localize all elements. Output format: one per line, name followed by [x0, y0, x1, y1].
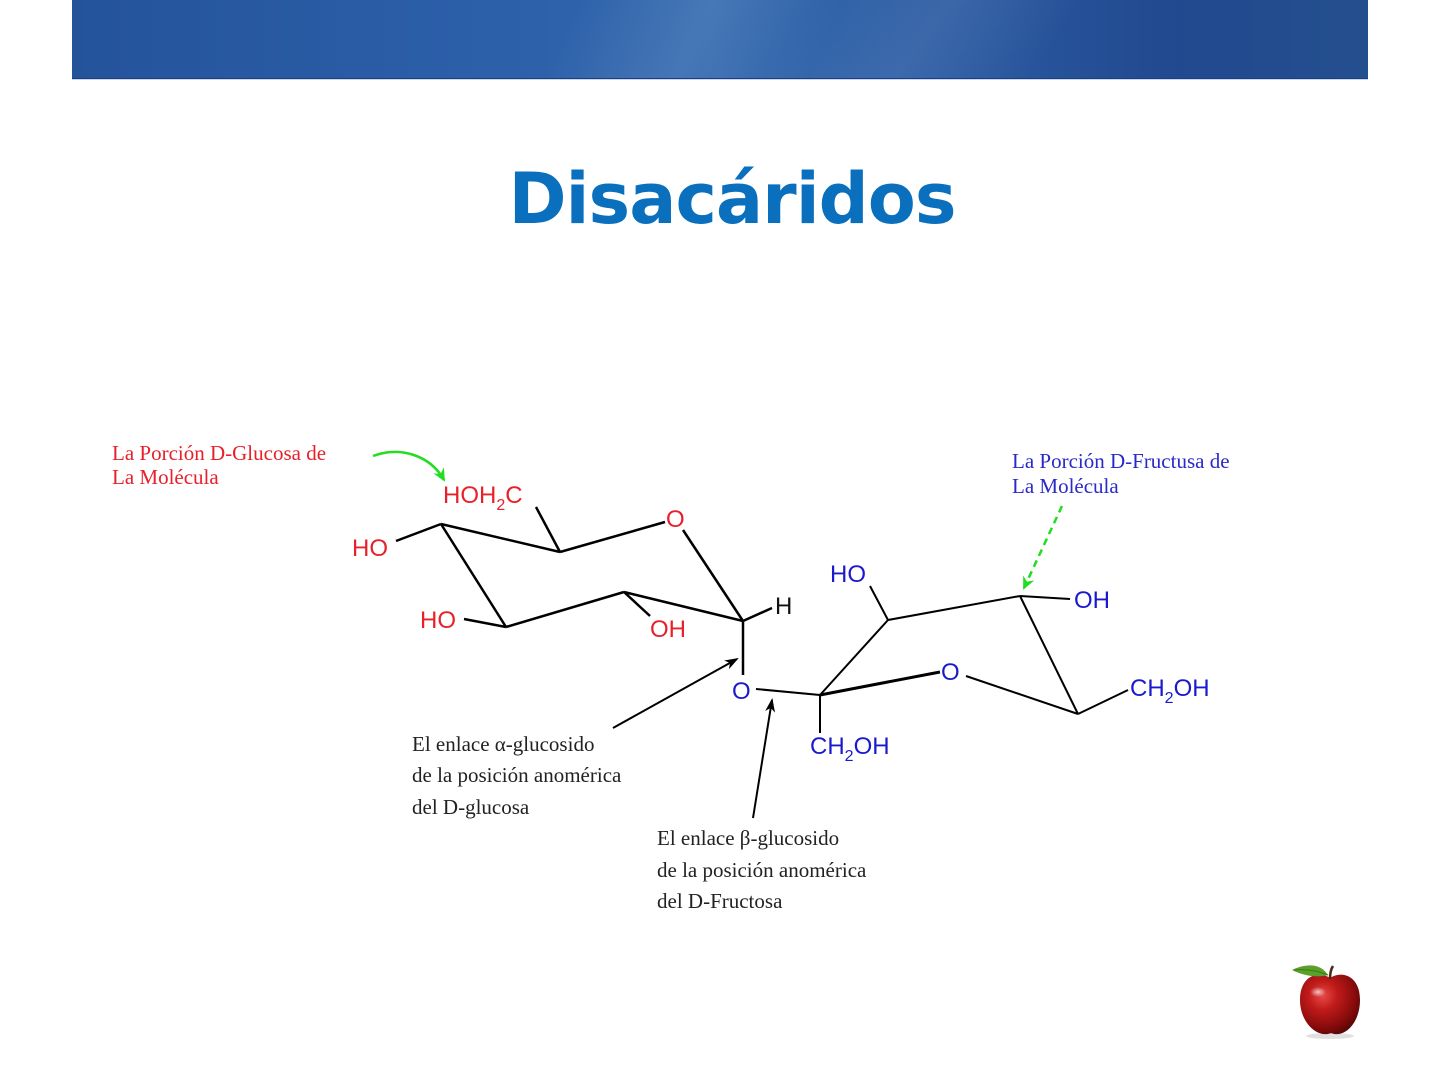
alpha-glycosidic-note: El enlace α-glucosido de la posición ano…: [412, 732, 622, 819]
alpha-note-line3: del D-glucosa: [412, 795, 530, 819]
beta-glycosidic-note: El enlace β-glucosido de la posición ano…: [657, 826, 867, 913]
glucose-groups: HOH2C O HO HO OH: [352, 482, 686, 643]
fructose-c4-hydroxyl-label: OH: [1074, 587, 1110, 614]
glucose-portion-label: La Porción D-Glucosa de La Molécula: [112, 441, 326, 489]
header-band: [72, 0, 1368, 79]
glucose-label-line2: La Molécula: [112, 465, 219, 489]
glucose-label-line1: La Porción D-Glucosa de: [112, 441, 326, 465]
beta-note-line3: del D-Fructosa: [657, 889, 783, 913]
glucose-anomeric-h-label: H: [775, 593, 792, 620]
fructose-c3-hydroxyl-label: HO: [830, 561, 866, 588]
glucose-ring-bonds: [395, 506, 773, 675]
fructose-ring-oxygen-label: O: [941, 659, 960, 686]
beta-note-line1: El enlace β-glucosido: [657, 826, 839, 850]
alpha-bond-pointer-arrow-icon: [612, 658, 739, 729]
apple-icon: [1292, 965, 1360, 1039]
alpha-note-line2: de la posición anomérica: [412, 763, 622, 787]
glucose-c4-hydroxyl-label: HO: [352, 535, 388, 562]
glucose-pointer-arrow-icon: [372, 450, 446, 482]
fructose-portion-label: La Porción D-Fructusa de La Molécula: [1012, 449, 1230, 498]
alpha-note-line1: El enlace α-glucosido: [412, 732, 594, 756]
fructose-c6-ch2oh-label: CH2OH: [1130, 675, 1210, 707]
glucose-ch2oh-label: HOH2C: [443, 482, 523, 514]
glucose-c3-hydroxyl-label: HO: [420, 607, 456, 634]
beta-note-line2: de la posición anomérica: [657, 858, 867, 882]
fructose-label-line1: La Porción D-Fructusa de: [1012, 449, 1230, 473]
glycosidic-oxygen-label: O: [732, 678, 751, 705]
beta-bond-pointer-arrow-icon: [752, 698, 776, 819]
fructose-pointer-arrow-icon: [1022, 505, 1064, 590]
glucose-c2-hydroxyl-label: OH: [650, 616, 686, 643]
fructose-ring-bonds: [755, 585, 1129, 733]
glucose-ring-oxygen-label: O: [666, 506, 685, 533]
fructose-label-line2: La Molécula: [1012, 474, 1119, 498]
fructose-c1-ch2oh-label: CH2OH: [810, 733, 890, 765]
fructose-groups: HO OH O CH2OH CH2OH: [810, 561, 1210, 765]
slide-title: Disacáridos: [508, 158, 956, 240]
